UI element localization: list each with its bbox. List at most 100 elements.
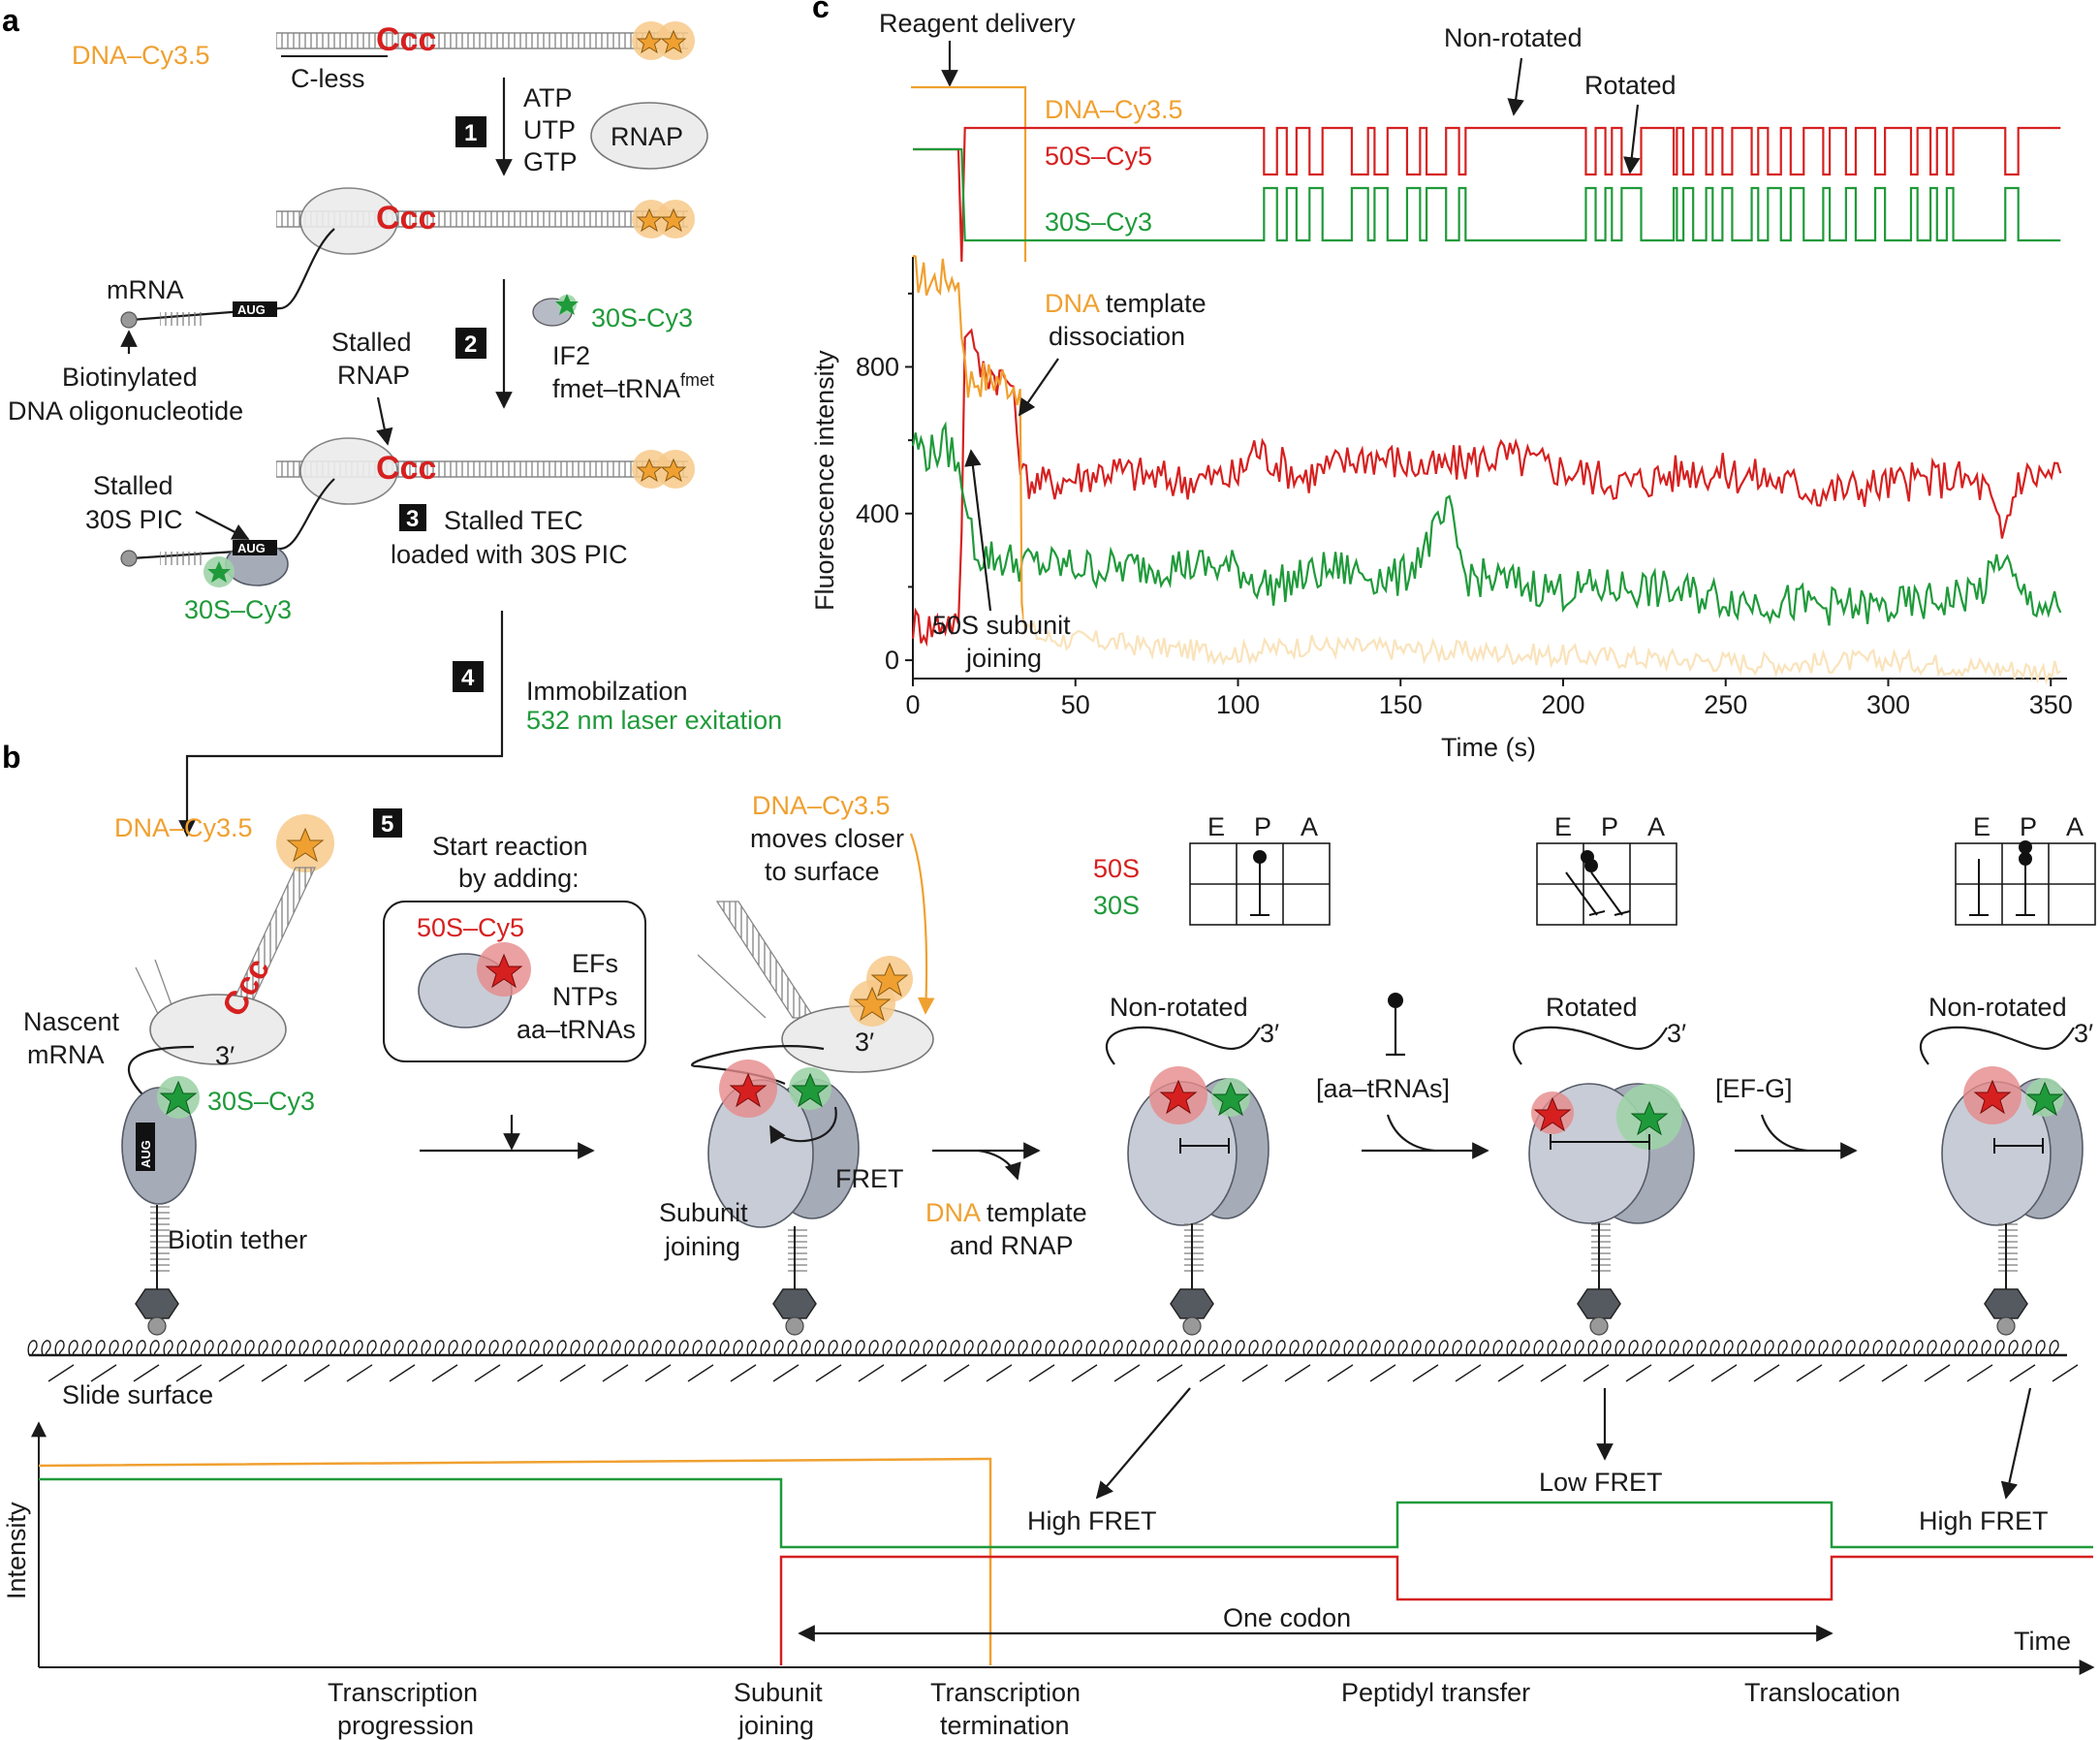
step3-line1: Stalled TEC <box>444 506 583 535</box>
svg-text:AUG: AUG <box>237 541 266 555</box>
epa-letter: P <box>1254 812 1271 841</box>
stalled-30s-line2: 30S PIC <box>85 505 183 534</box>
box-ntps: NTPs <box>552 982 618 1011</box>
ribosome-non-rotated-1: 3′ <box>1106 1019 1279 1336</box>
stage-3-line1: Transcription <box>930 1678 1081 1707</box>
epa-letter: E <box>1973 812 1990 841</box>
svg-text:2: 2 <box>464 332 477 358</box>
surface-loops-path <box>27 1340 2059 1356</box>
svg-text:1: 1 <box>464 120 477 146</box>
subunit-joining-label-line2: joining <box>965 644 1042 673</box>
epa-letter: A <box>1301 812 1318 841</box>
subunit-joining-label-line1: 50S subunit <box>932 611 1071 640</box>
stage-5-line1: Translocation <box>1744 1678 1900 1707</box>
mrna-label: mRNA <box>107 275 184 304</box>
svg-text:3′: 3′ <box>2074 1019 2093 1048</box>
reagent-atp: ATP <box>523 83 573 112</box>
fmet-trna-label: fmet–tRNAfmet <box>552 370 714 403</box>
intensity-axis-label: Intensity <box>2 1502 31 1599</box>
panel-label-b: b <box>2 740 21 775</box>
dna-template-rnap-line2: and RNAP <box>950 1231 1074 1260</box>
stalled-rnap-line1: Stalled <box>331 328 412 357</box>
low-fret: Low FRET <box>1539 1468 1663 1497</box>
slide-surface-label: Slide surface <box>62 1380 213 1409</box>
start-reaction-line2: by adding: <box>458 864 580 893</box>
svg-text:5: 5 <box>381 811 393 838</box>
step-1-badge <box>455 116 486 147</box>
svg-text:Ccc: Ccc <box>376 450 436 487</box>
x-tick-label: 200 <box>1541 690 1584 719</box>
svg-text:DNA–Cy3.5: DNA–Cy3.5 <box>114 813 253 842</box>
x-tick-label: 0 <box>905 690 920 719</box>
chart-xlabel: Time (s) <box>1441 733 1536 762</box>
svg-text:3′: 3′ <box>855 1028 874 1057</box>
epa-letter: A <box>1647 812 1665 841</box>
reagent-delivery-label: Reagent delivery <box>879 9 1076 38</box>
box-efs: EFs <box>572 949 618 978</box>
one-codon-label: One codon <box>1223 1603 1351 1632</box>
laser-label: 532 nm laser exitation <box>526 706 782 735</box>
start-reaction-line1: Start reaction <box>432 832 588 861</box>
x-tick-label: 50 <box>1061 690 1090 719</box>
stalled-30s-line1: Stalled <box>93 471 173 500</box>
panel-label-a: a <box>2 3 19 38</box>
box-aatrnas: aa–tRNAs <box>517 1015 636 1044</box>
step-4-badge <box>453 661 484 692</box>
svg-text:Biotin tether: Biotin tether <box>168 1225 307 1254</box>
stage-4-line1: Peptidyl transfer <box>1341 1678 1530 1707</box>
non-rotated-label: Non-rotated <box>1444 23 1583 52</box>
state-50s-cy5-label: 50S–Cy5 <box>1045 142 1152 171</box>
svg-text:AUG: AUG <box>139 1140 153 1168</box>
moves-line3: to surface <box>765 857 880 886</box>
fret-label: FRET <box>835 1164 904 1193</box>
step-5-badge <box>373 808 402 838</box>
complex-joining: 3′ <box>690 901 934 1336</box>
x-tick-label: 250 <box>1704 690 1747 719</box>
subunit-joining-line2: joining <box>664 1232 740 1261</box>
svg-text:3′: 3′ <box>215 1041 235 1070</box>
panel-label-c: c <box>812 0 830 24</box>
reagent-box <box>383 901 646 1062</box>
epa-letter: A <box>2066 812 2084 841</box>
svg-text:3: 3 <box>406 506 419 532</box>
nascent-mrna-line1: Nascent <box>23 1007 120 1036</box>
stage-1-line1: Transcription <box>328 1678 478 1707</box>
stalled-rnap-line2: RNAP <box>337 361 410 390</box>
state-30s-cy3-label: 30S–Cy3 <box>1045 207 1152 237</box>
reagent-utp: UTP <box>523 115 576 144</box>
chart-ylabel: Fluorescence intensity <box>810 350 839 611</box>
series-line-2 <box>911 421 2062 626</box>
surface-hatch-path <box>47 1364 2079 1382</box>
state-traces <box>911 85 2061 263</box>
step-3-badge <box>399 504 426 531</box>
rnap-label: RNAP <box>611 122 683 151</box>
dna-template-label-line2: dissociation <box>1049 322 1185 351</box>
x-tick-label: 100 <box>1216 690 1260 719</box>
svg-text:Ccc: Ccc <box>376 200 436 237</box>
grid-50s-label: 50S <box>1093 854 1140 883</box>
svg-text:3′: 3′ <box>1260 1019 1279 1048</box>
aa-trna-bracket: [aa–tRNAs] <box>1316 1074 1450 1103</box>
immobilization-label: Immobilzation <box>526 677 688 706</box>
svg-text:AUG: AUG <box>237 302 266 317</box>
stage-3-line2: termination <box>940 1711 1070 1740</box>
epa-letter: E <box>1207 812 1225 841</box>
dna-row-1: DNA–Cy3.5 C-less Ccc <box>72 21 695 93</box>
rotated-2-label: Rotated <box>1546 993 1638 1022</box>
dna-row-3: Ccc AUG <box>120 437 695 587</box>
s30-cy3-reagent: 30S-Cy3 <box>591 303 693 332</box>
series-line-1 <box>911 328 2062 648</box>
ribosome-non-rotated-2: 3′ <box>1920 1019 2093 1336</box>
dna-template-label-line1: DNA template <box>1045 289 1207 318</box>
epa-letter: E <box>1554 812 1572 841</box>
biotinylated-label: Biotinylated <box>62 363 198 392</box>
box-50s-cy5: 50S–Cy5 <box>417 913 524 942</box>
x-tick-label: 150 <box>1379 690 1423 719</box>
schematic-intensity-plot <box>31 1421 2095 1675</box>
grid-30s-label: 30S <box>1093 891 1140 920</box>
rotated-label: Rotated <box>1584 71 1677 100</box>
